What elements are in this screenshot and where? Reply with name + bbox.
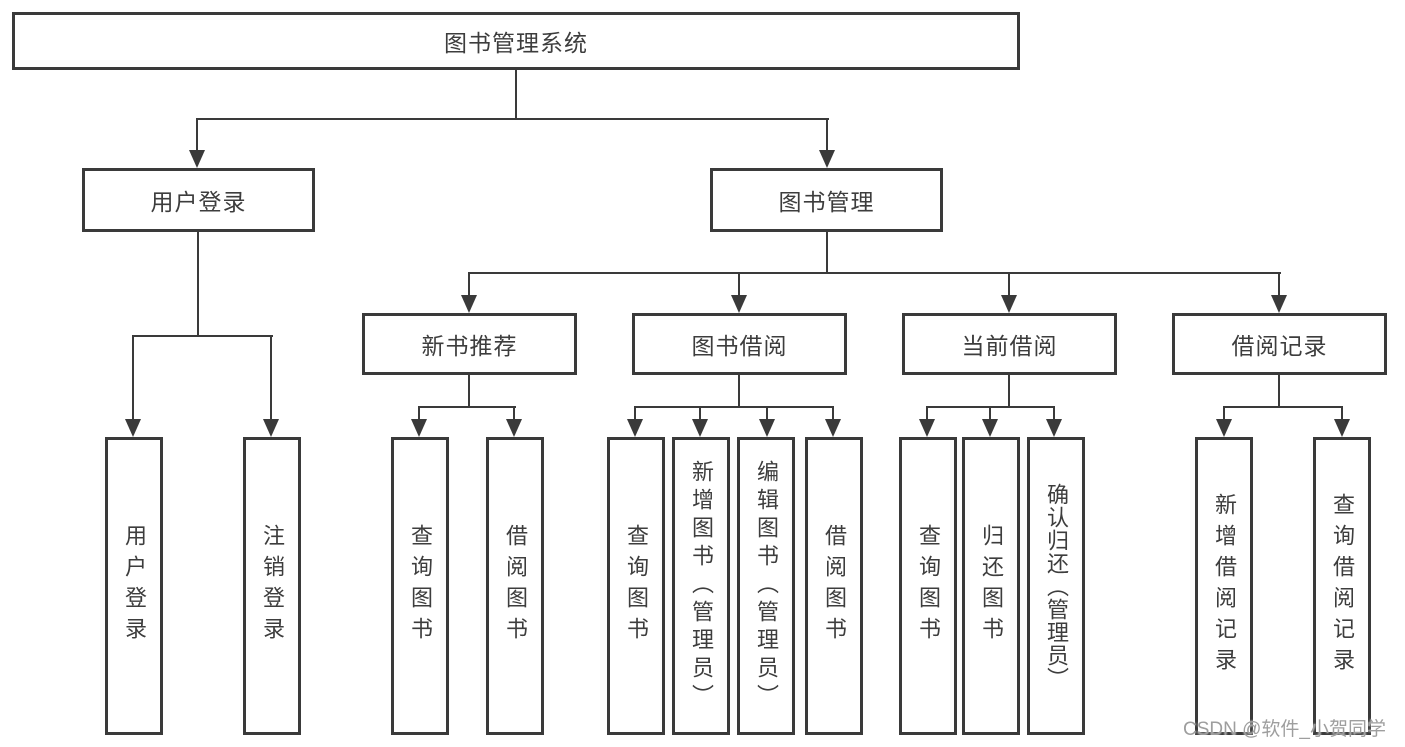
csdn-watermark: CSDN @软件_小贺同学 xyxy=(1183,719,1386,740)
arrow-to-leaf-login xyxy=(125,335,141,437)
connector-root-stem xyxy=(515,68,517,120)
connector-borrow-records-stem xyxy=(1278,375,1280,408)
connector-user-login-stem xyxy=(197,232,199,337)
arrow-bb-query-books xyxy=(627,406,643,437)
node-current-borrow: 当前借阅 xyxy=(902,313,1117,375)
arrow-bb-edit-books xyxy=(759,406,775,437)
arrow-cb-confirm-return xyxy=(1046,406,1062,437)
leaf-br-query-record: 查询借阅记录 xyxy=(1313,437,1371,735)
connector-new-book-hbar xyxy=(419,406,516,408)
arrow-to-book-borrow xyxy=(731,272,747,313)
arrow-br-query-record xyxy=(1334,406,1350,437)
connector-book-mgmt-hbar xyxy=(469,272,1281,274)
connector-root-hbar xyxy=(197,118,829,120)
node-new-book-recommend: 新书推荐 xyxy=(362,313,577,375)
leaf-user-login: 用户登录 xyxy=(105,437,163,735)
leaf-nb-borrow-books: 借阅图书 xyxy=(486,437,544,735)
arrow-nb-borrow-books xyxy=(506,406,522,437)
node-borrow-records: 借阅记录 xyxy=(1172,313,1387,375)
arrow-to-borrow-records xyxy=(1271,272,1287,313)
leaf-logout: 注销登录 xyxy=(243,437,301,735)
connector-user-login-hbar xyxy=(133,335,273,337)
arrow-to-book-management xyxy=(819,118,835,168)
arrow-cb-query-books xyxy=(919,406,935,437)
arrow-to-new-book-recommend xyxy=(461,272,477,313)
leaf-cb-return-books: 归还图书 xyxy=(962,437,1020,735)
arrow-cb-return-books xyxy=(982,406,998,437)
node-root-library-system: 图书管理系统 xyxy=(12,12,1020,70)
leaf-nb-query-books: 查询图书 xyxy=(391,437,449,735)
connector-book-borrow-hbar xyxy=(635,406,834,408)
node-book-management: 图书管理 xyxy=(710,168,943,232)
connector-current-borrow-stem xyxy=(1008,375,1010,408)
connector-book-borrow-stem xyxy=(738,375,740,408)
node-user-login: 用户登录 xyxy=(82,168,315,232)
arrow-to-leaf-logout xyxy=(263,335,279,437)
arrow-to-user-login xyxy=(189,118,205,168)
leaf-br-add-record: 新增借阅记录 xyxy=(1195,437,1253,735)
leaf-bb-add-books: 新增图书（管理员） xyxy=(672,437,730,735)
leaf-bb-query-books: 查询图书 xyxy=(607,437,665,735)
arrow-to-current-borrow xyxy=(1001,272,1017,313)
leaf-cb-confirm-return: 确认归还（管理员） xyxy=(1027,437,1085,735)
leaf-bb-edit-books: 编辑图书（管理员） xyxy=(737,437,795,735)
arrow-bb-borrow-books xyxy=(825,406,841,437)
connector-borrow-records-hbar xyxy=(1224,406,1343,408)
connector-book-mgmt-stem xyxy=(826,232,828,274)
arrow-bb-add-books xyxy=(692,406,708,437)
connector-current-borrow-hbar xyxy=(927,406,1055,408)
leaf-cb-query-books: 查询图书 xyxy=(899,437,957,735)
node-book-borrow: 图书借阅 xyxy=(632,313,847,375)
arrow-br-add-record xyxy=(1216,406,1232,437)
connector-new-book-stem xyxy=(468,375,470,408)
arrow-nb-query-books xyxy=(411,406,427,437)
leaf-bb-borrow-books: 借阅图书 xyxy=(805,437,863,735)
